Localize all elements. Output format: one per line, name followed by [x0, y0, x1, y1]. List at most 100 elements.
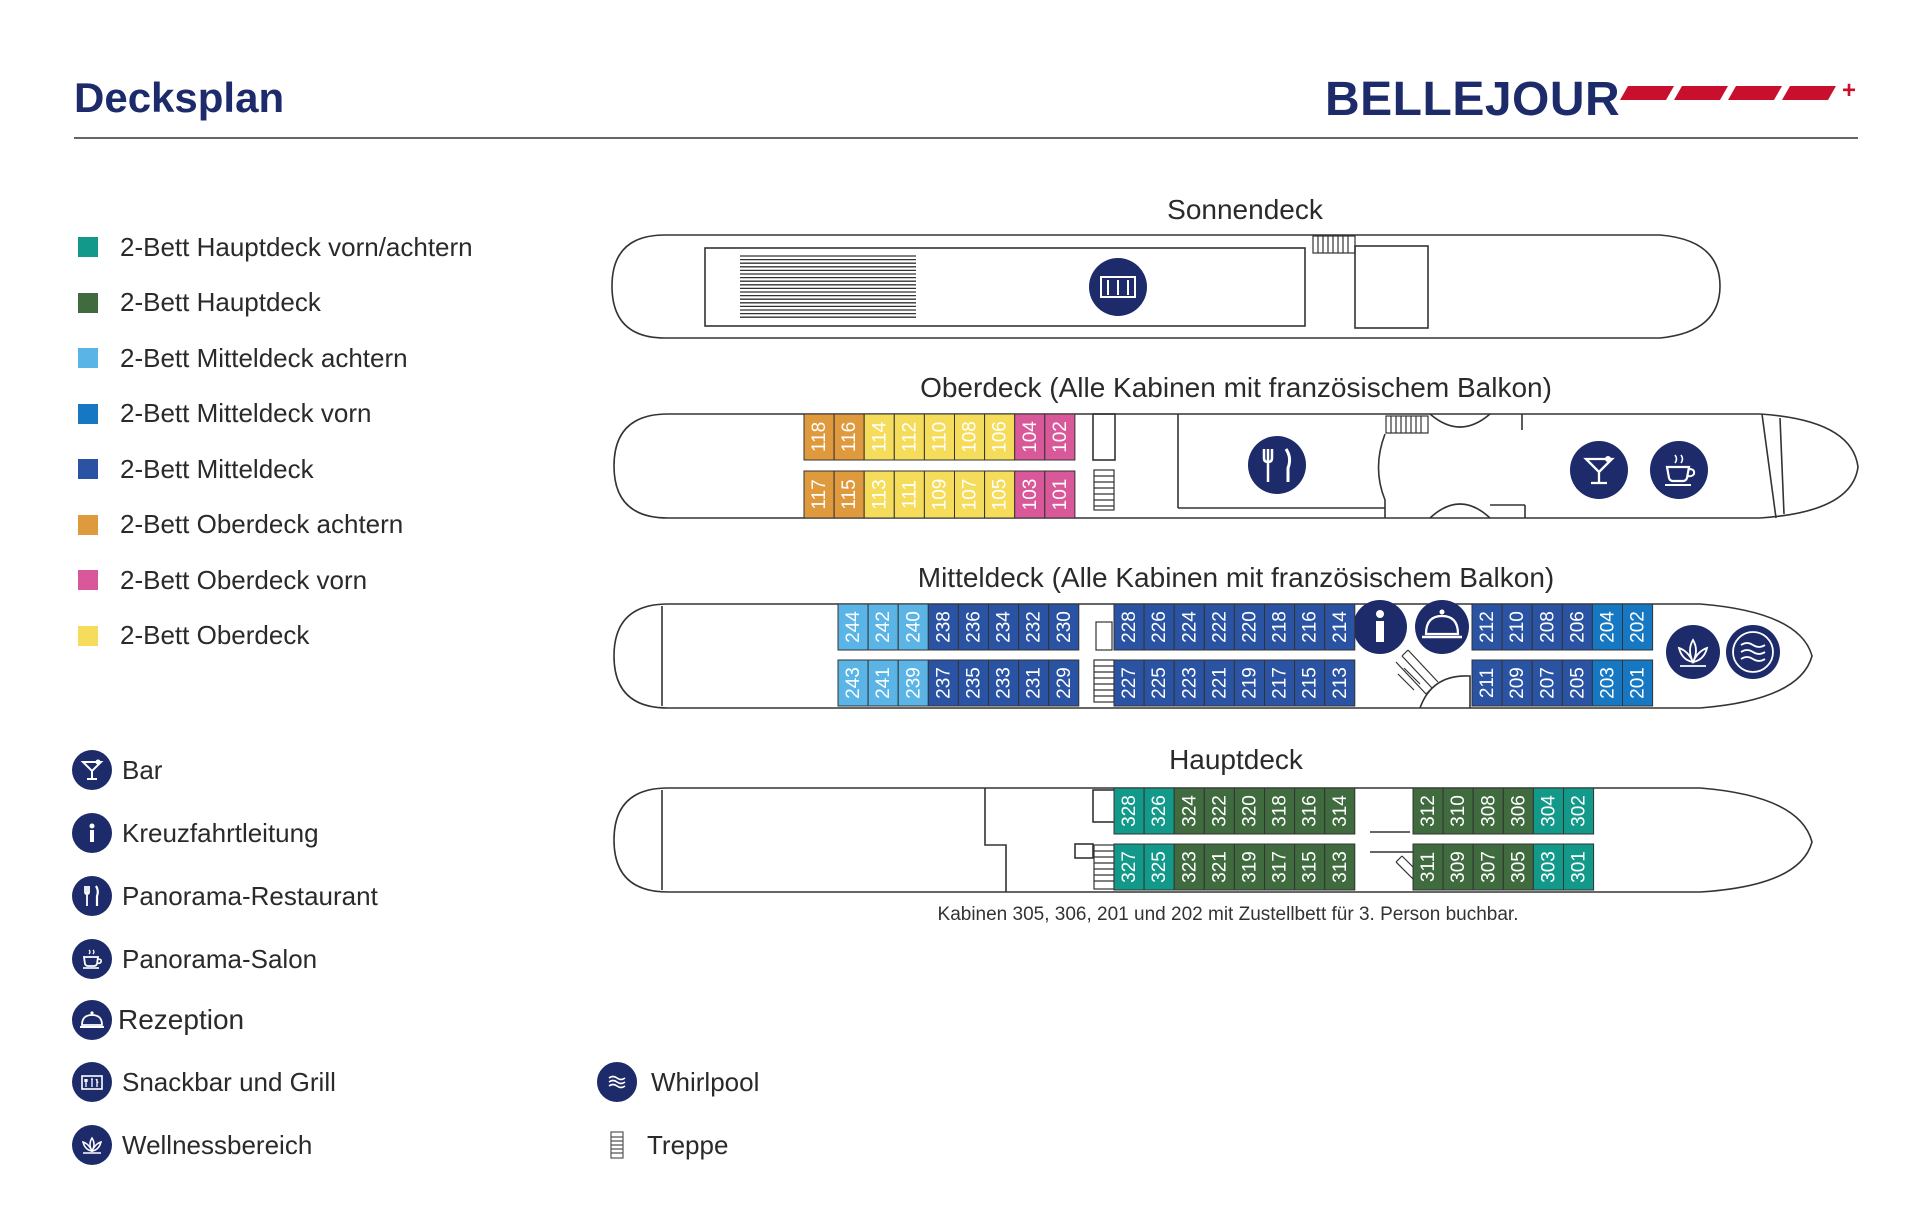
cabin-321[interactable]: 321	[1203, 843, 1235, 891]
cabin-326[interactable]: 326	[1143, 787, 1175, 835]
cabin-number: 206	[1567, 611, 1588, 643]
cabin-222[interactable]: 222	[1203, 603, 1235, 651]
cabin-221[interactable]: 221	[1203, 659, 1235, 707]
cabin-227[interactable]: 227	[1113, 659, 1145, 707]
cabin-312[interactable]: 312	[1412, 787, 1444, 835]
cabin-205[interactable]: 205	[1561, 659, 1593, 707]
cabin-214[interactable]: 214	[1324, 603, 1356, 651]
cabin-217[interactable]: 217	[1264, 659, 1296, 707]
cabin-117[interactable]: 117	[803, 470, 835, 519]
cabin-243[interactable]: 243	[837, 659, 869, 707]
cabin-324[interactable]: 324	[1173, 787, 1205, 835]
cabin-218[interactable]: 218	[1264, 603, 1296, 651]
cabin-241[interactable]: 241	[867, 659, 899, 707]
cabin-219[interactable]: 219	[1233, 659, 1266, 707]
cabin-103[interactable]: 103	[1014, 470, 1046, 519]
color-swatch	[78, 348, 98, 368]
cabin-118[interactable]: 118	[803, 413, 835, 461]
cabin-319[interactable]: 319	[1233, 843, 1266, 891]
cabin-215[interactable]: 215	[1294, 659, 1326, 707]
cabin-number: 301	[1569, 851, 1590, 883]
cabin-223[interactable]: 223	[1173, 659, 1205, 707]
cabin-309[interactable]: 309	[1442, 843, 1474, 891]
cabin-105[interactable]: 105	[984, 470, 1016, 519]
cabin-212[interactable]: 212	[1471, 603, 1503, 651]
cabin-234[interactable]: 234	[988, 603, 1020, 651]
cabin-109[interactable]: 109	[923, 470, 956, 519]
cabin-220[interactable]: 220	[1233, 603, 1266, 651]
cabin-number: 234	[994, 611, 1015, 643]
cabin-213[interactable]: 213	[1324, 659, 1356, 707]
cabin-239[interactable]: 239	[897, 659, 929, 707]
cabin-113[interactable]: 113	[863, 470, 895, 519]
cabin-203[interactable]: 203	[1591, 659, 1624, 707]
cabin-111[interactable]: 111	[893, 470, 925, 519]
cabin-244[interactable]: 244	[837, 603, 869, 651]
cabin-112[interactable]: 112	[893, 413, 925, 461]
cabin-308[interactable]: 308	[1472, 787, 1504, 835]
cabin-325[interactable]: 325	[1143, 843, 1175, 891]
cabin-101[interactable]: 101	[1044, 470, 1076, 519]
cabin-204[interactable]: 204	[1591, 603, 1624, 651]
cabin-207[interactable]: 207	[1531, 659, 1563, 707]
cabin-201[interactable]: 201	[1622, 659, 1654, 707]
cabin-327[interactable]: 327	[1113, 843, 1145, 891]
cabin-number: 215	[1300, 667, 1321, 699]
cabin-107[interactable]: 107	[954, 470, 986, 519]
cabin-104[interactable]: 104	[1014, 413, 1046, 461]
cabin-210[interactable]: 210	[1501, 603, 1533, 651]
cabin-316[interactable]: 316	[1294, 787, 1326, 835]
cabin-number: 243	[843, 667, 864, 699]
cabin-224[interactable]: 224	[1173, 603, 1205, 651]
cabin-233[interactable]: 233	[988, 659, 1020, 707]
cabin-number: 230	[1054, 611, 1075, 643]
cabin-328[interactable]: 328	[1113, 787, 1145, 835]
cabin-306[interactable]: 306	[1502, 787, 1534, 835]
cabin-211[interactable]: 211	[1471, 659, 1503, 707]
cabin-313[interactable]: 313	[1324, 843, 1356, 891]
cabin-232[interactable]: 232	[1018, 603, 1050, 651]
cabin-235[interactable]: 235	[957, 659, 990, 707]
cabin-226[interactable]: 226	[1143, 603, 1175, 651]
cabin-320[interactable]: 320	[1233, 787, 1266, 835]
cabin-208[interactable]: 208	[1531, 603, 1563, 651]
cabin-317[interactable]: 317	[1264, 843, 1296, 891]
cabin-236[interactable]: 236	[957, 603, 990, 651]
cabin-305[interactable]: 305	[1502, 843, 1534, 891]
color-swatch	[78, 514, 98, 535]
cabin-115[interactable]: 115	[833, 470, 865, 519]
cabin-310[interactable]: 310	[1442, 787, 1474, 835]
cabin-202[interactable]: 202	[1622, 603, 1654, 651]
cabin-228[interactable]: 228	[1113, 603, 1145, 651]
cabin-225[interactable]: 225	[1143, 659, 1175, 707]
cabin-318[interactable]: 318	[1264, 787, 1296, 835]
cabin-303[interactable]: 303	[1532, 843, 1565, 891]
cabin-242[interactable]: 242	[867, 603, 899, 651]
cabin-302[interactable]: 302	[1563, 787, 1595, 835]
cabin-307[interactable]: 307	[1472, 843, 1504, 891]
cabin-322[interactable]: 322	[1203, 787, 1235, 835]
cabin-209[interactable]: 209	[1501, 659, 1533, 707]
cabin-110[interactable]: 110	[923, 413, 956, 461]
cabin-240[interactable]: 240	[897, 603, 929, 651]
cabin-106[interactable]: 106	[984, 413, 1016, 461]
cabin-114[interactable]: 114	[863, 413, 895, 461]
cabin-315[interactable]: 315	[1294, 843, 1326, 891]
cabin-304[interactable]: 304	[1532, 787, 1565, 835]
cabin-231[interactable]: 231	[1018, 659, 1050, 707]
cabin-102[interactable]: 102	[1044, 413, 1076, 461]
cabin-314[interactable]: 314	[1324, 787, 1356, 835]
cabin-216[interactable]: 216	[1294, 603, 1326, 651]
cabin-238[interactable]: 238	[927, 603, 959, 651]
cabin-116[interactable]: 116	[833, 413, 865, 461]
cabin-323[interactable]: 323	[1173, 843, 1205, 891]
sonnendeck-snackbar-icon	[1089, 258, 1147, 316]
cabin-301[interactable]: 301	[1563, 843, 1595, 891]
cabin-108[interactable]: 108	[954, 413, 986, 461]
cabin-206[interactable]: 206	[1561, 603, 1593, 651]
cabin-311[interactable]: 311	[1412, 843, 1444, 891]
cabin-230[interactable]: 230	[1048, 603, 1080, 651]
cabin-229[interactable]: 229	[1048, 659, 1080, 707]
cabin-237[interactable]: 237	[927, 659, 959, 707]
